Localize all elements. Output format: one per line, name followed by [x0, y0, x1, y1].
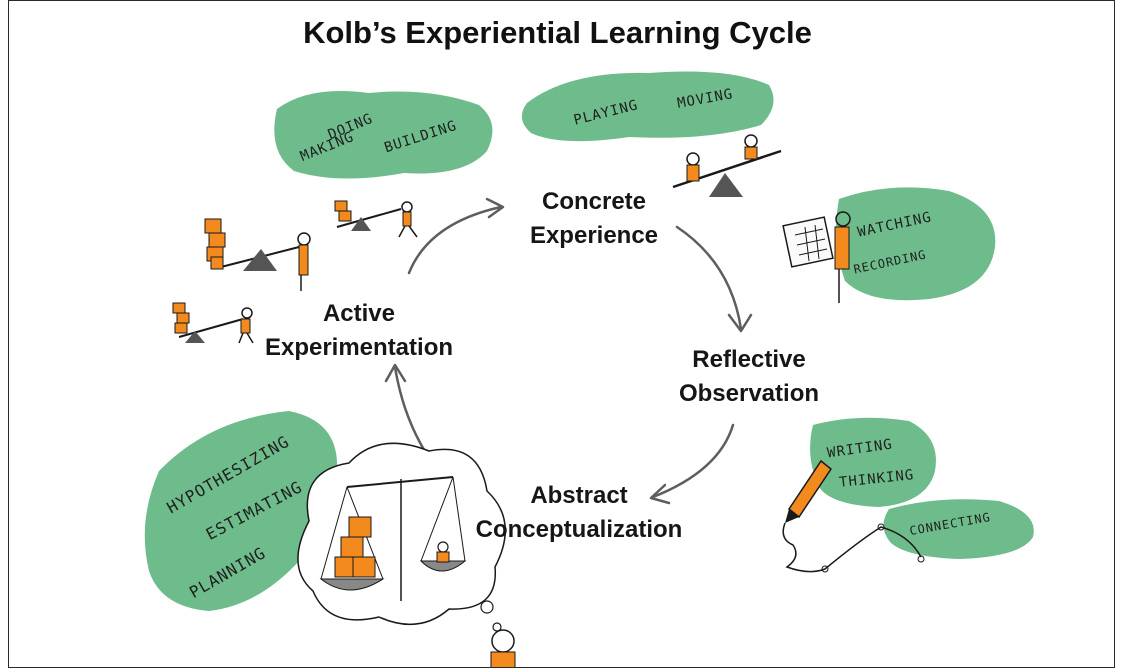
stage-active-line-2: Experimentation [264, 334, 454, 361]
stage-concrete-line-1: Concrete [541, 188, 647, 215]
highlight-blobs [144, 71, 1034, 611]
stage-abstract-line-2: Conceptualization [475, 516, 683, 543]
arrow-reflective-to-abstract-head [649, 483, 671, 505]
stage-reflective-line-2: Observation [678, 380, 820, 407]
stage-active-experimentation: Active Experimentation [229, 297, 489, 365]
blob-hypothesizing [144, 411, 338, 611]
seesaw-boxes-large [204, 218, 311, 291]
pencil-connecting [782, 459, 925, 573]
page-title: Kolb’s Experiential Learning Cycle [303, 15, 812, 50]
diagram-illustration [144, 71, 1034, 667]
seesaw-boxes-tipped [172, 302, 254, 344]
stage-reflective-line-1: Reflective [692, 346, 806, 373]
thought-cloud-scales [297, 442, 506, 632]
stage-concrete-experience: Concrete Experience [479, 185, 709, 253]
thinking-person [490, 629, 516, 667]
diagram-frame: Kolb’s Experiential Learning Cycle Concr… [8, 0, 1115, 668]
blob-doing [274, 91, 493, 179]
stage-reflective-observation: Reflective Observation [629, 343, 869, 411]
blob-watching [836, 187, 996, 301]
blob-writing [810, 417, 936, 507]
stage-active-line-1: Active [322, 300, 396, 327]
arrow-abstract-to-active-head [384, 363, 407, 383]
seesaw-people [672, 134, 782, 197]
person-recording [782, 211, 851, 303]
arrow-reflective-to-abstract [651, 423, 735, 499]
blob-connecting [883, 499, 1034, 559]
arrow-active-to-concrete [407, 205, 503, 275]
blob-playing [521, 71, 774, 142]
seesaw-boxes-small [334, 200, 418, 238]
arrow-active-to-concrete-head [485, 197, 505, 219]
arrow-concrete-to-reflective [675, 225, 743, 331]
stage-abstract-conceptualization: Abstract Conceptualization [429, 479, 729, 547]
stage-concrete-line-2: Experience [529, 222, 659, 249]
arrow-concrete-to-reflective-head [727, 313, 753, 333]
stage-abstract-line-1: Abstract [530, 482, 628, 509]
